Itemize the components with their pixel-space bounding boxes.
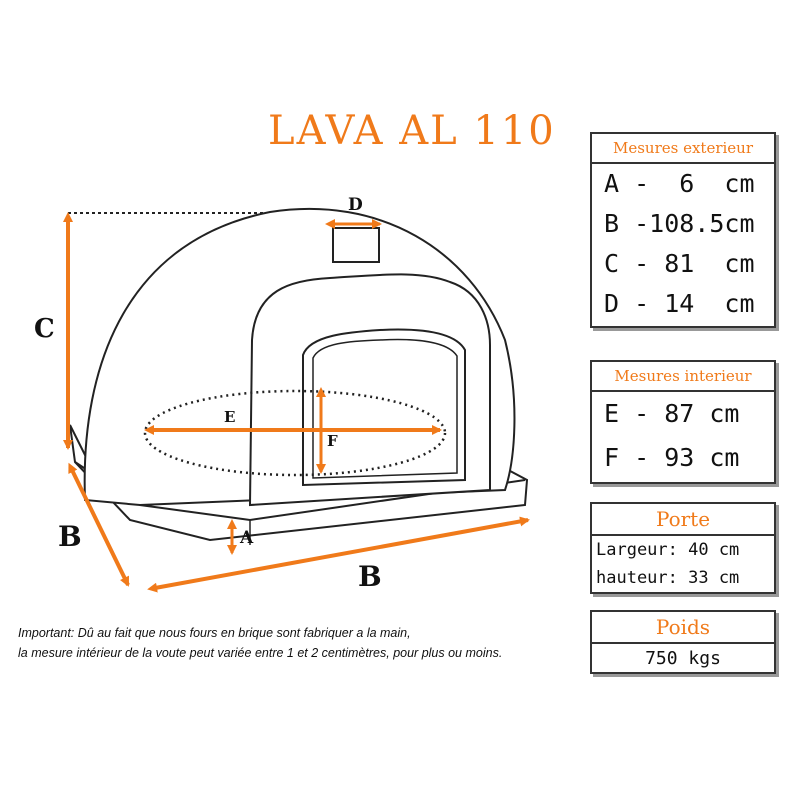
exterior-heading: Mesures exterieur [592, 134, 774, 164]
door-height: hauteur: 33 cm [596, 568, 740, 588]
page-title: LAVA AL 110 [268, 108, 556, 154]
interior-row-f: F - 93 cm [604, 443, 740, 472]
exterior-row-b: B -108.5cm [604, 209, 755, 238]
label-c: C [34, 314, 55, 344]
dimension-b-bottom-arrow [147, 516, 530, 593]
weight-value: 750 kgs [645, 648, 721, 669]
door-width: Largeur: 40 cm [596, 540, 740, 560]
chimney [332, 227, 380, 263]
weight-box: Poids 750 kgs [590, 610, 776, 674]
label-f: F [327, 432, 338, 450]
exterior-row-c: C - 81 cm [604, 249, 755, 278]
interior-row-e: E - 87 cm [604, 399, 740, 428]
door-heading: Porte [592, 504, 774, 536]
exterior-row-a: A - 6 cm [604, 169, 755, 198]
label-b-bottom: B [358, 560, 382, 593]
exterior-measures-box: Mesures exterieur A - 6 cm B -108.5cm C … [590, 132, 776, 328]
label-d: D [348, 195, 363, 215]
note-line-1: Important: Dû au fait que nous fours en … [18, 626, 411, 640]
weight-heading: Poids [592, 612, 774, 644]
label-a: A [240, 528, 254, 548]
oven-door [248, 273, 491, 507]
door-box: Porte Largeur: 40 cm hauteur: 33 cm [590, 502, 776, 594]
label-e: E [224, 408, 236, 426]
exterior-row-d: D - 14 cm [604, 289, 755, 318]
label-b-left: B [58, 520, 82, 553]
interior-measures-box: Mesures interieur E - 87 cm F - 93 cm [590, 360, 776, 484]
note-line-2: la mesure intérieur de la voute peut var… [18, 646, 503, 660]
dimension-b-left-arrow [68, 462, 130, 587]
interior-heading: Mesures interieur [592, 362, 774, 392]
